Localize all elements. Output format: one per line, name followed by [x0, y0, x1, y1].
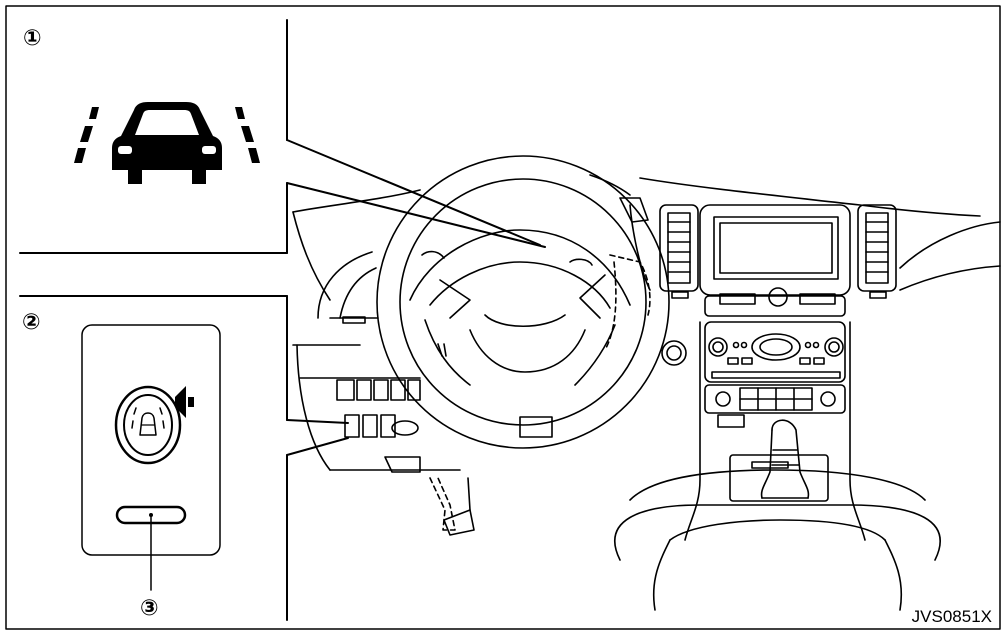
- dashboard-illustration: [292, 155, 1001, 611]
- panel-dividers: [19, 19, 288, 621]
- leader-line-indicator: [286, 139, 546, 248]
- callout-3: ③: [140, 596, 159, 621]
- callout-1: ①: [23, 26, 42, 51]
- figure-border: [5, 5, 1001, 630]
- leader-line-switch: [286, 419, 349, 456]
- lane-departure-warning-indicator-icon: [74, 102, 260, 184]
- lane-departure-prevention-switch-icon: [81, 324, 221, 591]
- figure-code: JVS0851X: [911, 607, 992, 626]
- callout-2: ②: [22, 310, 41, 335]
